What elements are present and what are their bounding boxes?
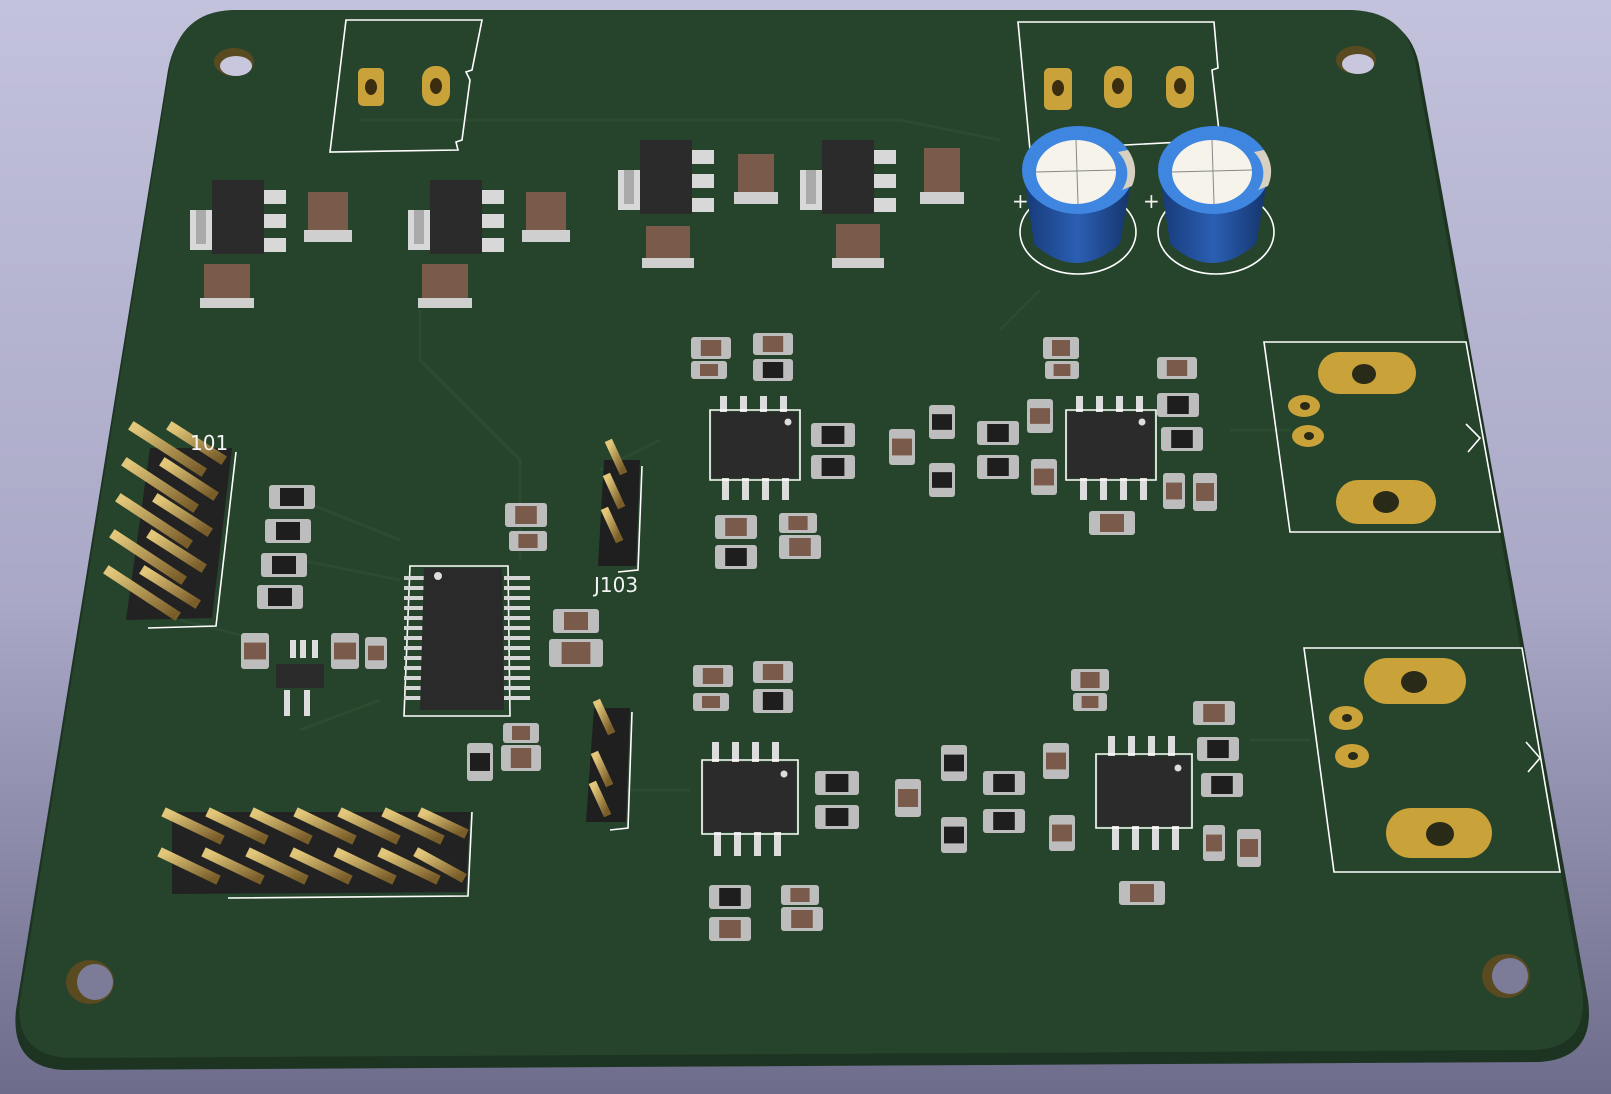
capacitor: [693, 693, 729, 711]
resistor: [1201, 773, 1243, 797]
mounting-hole-bottom-right: [1482, 954, 1530, 998]
resistor: [983, 809, 1025, 833]
resistor: [269, 485, 315, 509]
capacitor: [1043, 743, 1069, 779]
soic8-chip-u5: [709, 396, 801, 500]
capacitor: [331, 633, 359, 669]
capacitor: [1031, 459, 1057, 495]
resistor: [929, 463, 955, 497]
resistor: [941, 817, 967, 853]
j101-label: 101: [190, 431, 228, 455]
resistor: [467, 743, 493, 781]
resistor: [815, 771, 859, 795]
pin-header-j101: 101: [103, 421, 237, 629]
mounting-holes: [66, 46, 1530, 1004]
capacitor: [553, 609, 599, 633]
svg-text:+: +: [1143, 189, 1160, 213]
resistor: [811, 423, 855, 447]
capacitor: [1237, 829, 1261, 867]
electrolytic-capacitor-c1: +: [1012, 126, 1137, 275]
capacitor: [709, 917, 751, 941]
resistor: [753, 689, 793, 713]
capacitor: [715, 515, 757, 539]
capacitor: [1157, 357, 1197, 379]
resistor: [815, 805, 859, 829]
resistor: [257, 585, 303, 609]
capacitor: [501, 745, 541, 771]
capacitor: [503, 723, 539, 743]
capacitor: [779, 513, 817, 533]
resistor: [753, 359, 793, 381]
ssop-chip: [403, 565, 530, 717]
capacitor: [1073, 693, 1107, 711]
capacitor: [1045, 361, 1079, 379]
resistor: [261, 553, 307, 577]
pin-header-j103: J103: [592, 438, 643, 597]
regulator-u1: [190, 180, 352, 308]
capacitor: [549, 639, 603, 667]
resistor: [265, 519, 311, 543]
mounting-hole-top-left: [214, 48, 254, 76]
capacitor: [753, 333, 793, 355]
resistor: [977, 455, 1019, 479]
capacitor: [889, 429, 915, 465]
capacitor: [779, 535, 821, 559]
resistor: [929, 405, 955, 439]
j103-label: J103: [592, 573, 638, 597]
regulator-u4: [800, 140, 964, 268]
electrolytic-capacitor-c2: +: [1143, 126, 1275, 275]
resistor: [977, 421, 1019, 445]
capacitor: [781, 885, 819, 905]
resistor: [1161, 427, 1203, 451]
capacitor: [1203, 825, 1225, 861]
output-connector-lower: [1303, 647, 1561, 873]
capacitor: [365, 637, 387, 669]
sot23-transistor: [276, 640, 324, 716]
capacitor: [1193, 473, 1217, 511]
capacitor: [691, 361, 727, 379]
power-connector-3pin: [1017, 21, 1221, 151]
regulator-u3: [618, 140, 778, 268]
capacitor: [1049, 815, 1075, 851]
capacitor: [1043, 337, 1079, 359]
capacitor: [753, 661, 793, 683]
capacitor: [693, 665, 733, 687]
capacitor: [241, 633, 269, 669]
resistor: [715, 545, 757, 569]
mounting-hole-top-right: [1336, 46, 1376, 74]
capacitor: [1119, 881, 1165, 905]
power-connector-2pin: [329, 19, 483, 153]
soic8-chip-u7: [701, 742, 799, 856]
capacitor: [691, 337, 731, 359]
capacitor: [781, 907, 823, 931]
pin-header-j102: [157, 807, 473, 899]
capacitor: [1071, 669, 1109, 691]
soic8-chip-u6: [1065, 396, 1157, 500]
resistor: [941, 745, 967, 781]
resistor: [1157, 393, 1199, 417]
resistor: [709, 885, 751, 909]
capacitor: [1193, 701, 1235, 725]
mounting-hole-bottom-left: [66, 960, 114, 1004]
capacitor: [1089, 511, 1135, 535]
passive-components: [241, 333, 1261, 941]
resistor: [811, 455, 855, 479]
resistor: [983, 771, 1025, 795]
regulator-u2: [408, 180, 570, 308]
capacitor: [1027, 399, 1053, 433]
resistor: [1197, 737, 1239, 761]
capacitor: [509, 531, 547, 551]
capacitor: [505, 503, 547, 527]
capacitor: [895, 779, 921, 817]
soic8-chip-u8: [1095, 736, 1193, 850]
output-connector-upper: [1263, 341, 1501, 533]
capacitor: [1163, 473, 1185, 509]
pin-header-j104: [586, 698, 633, 831]
svg-text:+: +: [1012, 189, 1029, 213]
